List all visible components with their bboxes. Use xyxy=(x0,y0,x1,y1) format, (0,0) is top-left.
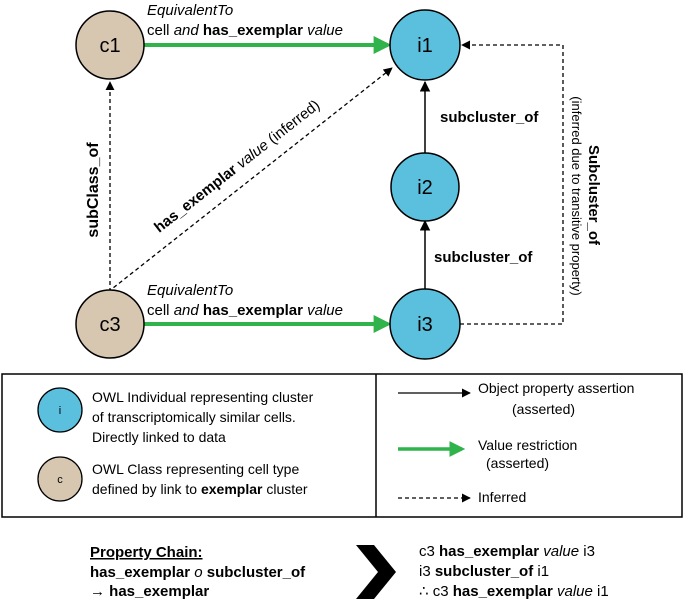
legend-inferred-label: Inferred xyxy=(478,489,526,505)
edge-i3-i1-inferred-transitive xyxy=(460,40,564,325)
legend-value-restriction-label: Value restriction xyxy=(478,437,577,453)
node-i2: i2 xyxy=(390,152,460,222)
legend: i OWL Individual representing cluster of… xyxy=(1,373,683,518)
legend-individual-text-3: Directly linked to data xyxy=(92,429,226,445)
property-chain-result-2: i3 subcluster_of i1 xyxy=(419,563,549,580)
node-i2-label: i2 xyxy=(417,177,433,199)
legend-individual-symbol: i xyxy=(59,405,61,417)
edge-i2-i1-label: subcluster_of xyxy=(440,109,539,126)
legend-individual-text-1: OWL Individual representing cluster xyxy=(92,389,314,405)
property-chain-title: Property Chain: xyxy=(90,544,203,561)
edge-c3-i1-inferred xyxy=(107,67,393,293)
node-i3: i3 xyxy=(389,288,461,360)
legend-class-text-2: defined by link to exemplar cluster xyxy=(92,481,308,497)
edge-c1-i1-label-line2: cell and has_exemplar value xyxy=(147,22,343,39)
property-chain: Property Chain: has_exemplar o subcluste… xyxy=(90,543,609,600)
legend-individual-icon xyxy=(37,387,83,433)
legend-value-restriction-sub: (asserted) xyxy=(486,455,549,471)
node-c1: c1 xyxy=(75,10,145,80)
legend-class-text-1: OWL Class representing cell type xyxy=(92,461,299,477)
node-i1: i1 xyxy=(389,9,461,81)
property-chain-line2: → has_exemplar xyxy=(90,583,209,600)
property-chain-result-3: ∴ c3 has_exemplar value i1 xyxy=(419,583,609,600)
legend-class-icon xyxy=(37,456,83,502)
node-i3-label: i3 xyxy=(417,314,433,336)
node-c3-label: c3 xyxy=(99,314,120,336)
node-i1-label: i1 xyxy=(417,35,433,57)
legend-individual-text-2: of transcriptomically similar cells. xyxy=(92,409,296,425)
edge-i3-i1-label-bold: Subcluster_of xyxy=(585,145,602,246)
node-c3: c3 xyxy=(75,289,145,359)
edge-c1-i1-label-line1: EquivalentTo xyxy=(147,2,233,19)
legend-frame xyxy=(1,373,683,518)
edge-c3-i3-label-line2: cell and has_exemplar value xyxy=(147,302,343,319)
property-chain-result-1: c3 has_exemplar value i3 xyxy=(419,543,595,560)
edge-c3-c1-label: subClass_of xyxy=(85,142,102,238)
node-c1-label: c1 xyxy=(99,35,120,57)
chevron-right-icon xyxy=(356,545,396,599)
edge-i3-i2-label: subcluster_of xyxy=(434,249,533,266)
edge-c3-i1-label: has_exemplar value (inferred) xyxy=(151,97,323,237)
edge-i3-i1-label-sub: (inferred due to transitive property) xyxy=(569,96,584,295)
legend-class-symbol: c xyxy=(57,474,63,486)
legend-object-property-label: Object property assertion xyxy=(478,380,634,396)
property-chain-line1: has_exemplar o subcluster_of xyxy=(90,564,306,581)
legend-object-property-sub: (asserted) xyxy=(512,401,575,417)
edge-c3-i3-label-line1: EquivalentTo xyxy=(147,282,233,299)
